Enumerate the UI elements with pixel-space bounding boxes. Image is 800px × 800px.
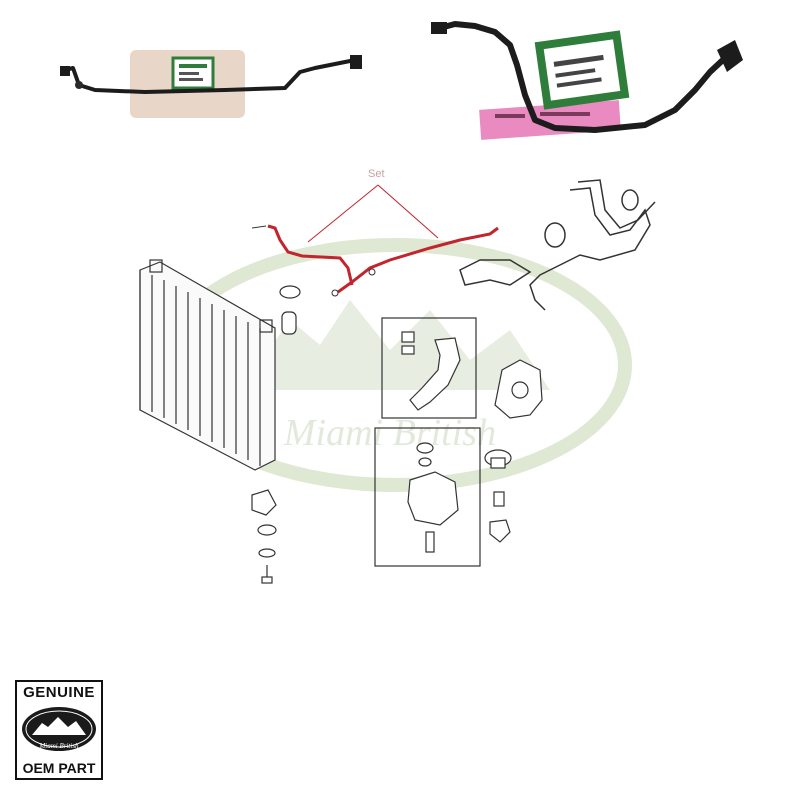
parts-diagram: Miami British — [139, 179, 656, 584]
hose-photo-left — [60, 50, 362, 118]
badge-bottom-text: OEM PART — [22, 760, 96, 776]
set-callout-line-right — [377, 184, 439, 239]
badge-top-text: GENUINE — [23, 684, 95, 701]
thermostat-housing — [494, 359, 543, 419]
coolant-pipes — [459, 179, 656, 311]
badge-brand-text: Miami British — [39, 742, 79, 750]
genuine-oem-badge: GENUINE Miami British OEM PART — [15, 680, 103, 780]
radiator — [139, 259, 276, 471]
subassembly-box-upper — [381, 317, 477, 419]
badge-logo-icon — [22, 707, 96, 751]
hose-photo-right — [431, 21, 743, 140]
watermark-text: Miami British — [283, 412, 496, 454]
loose-fittings — [484, 449, 512, 543]
set-callout-line-left — [307, 184, 379, 243]
highlighted-hose-upper — [267, 224, 354, 286]
hose-line-right — [437, 21, 728, 133]
radiator-mounts — [251, 285, 301, 584]
set-label: Set — [368, 168, 385, 180]
hose-line-left — [63, 58, 357, 94]
highlighted-hose-lower — [337, 226, 499, 294]
subassembly-box-lower — [374, 427, 481, 567]
